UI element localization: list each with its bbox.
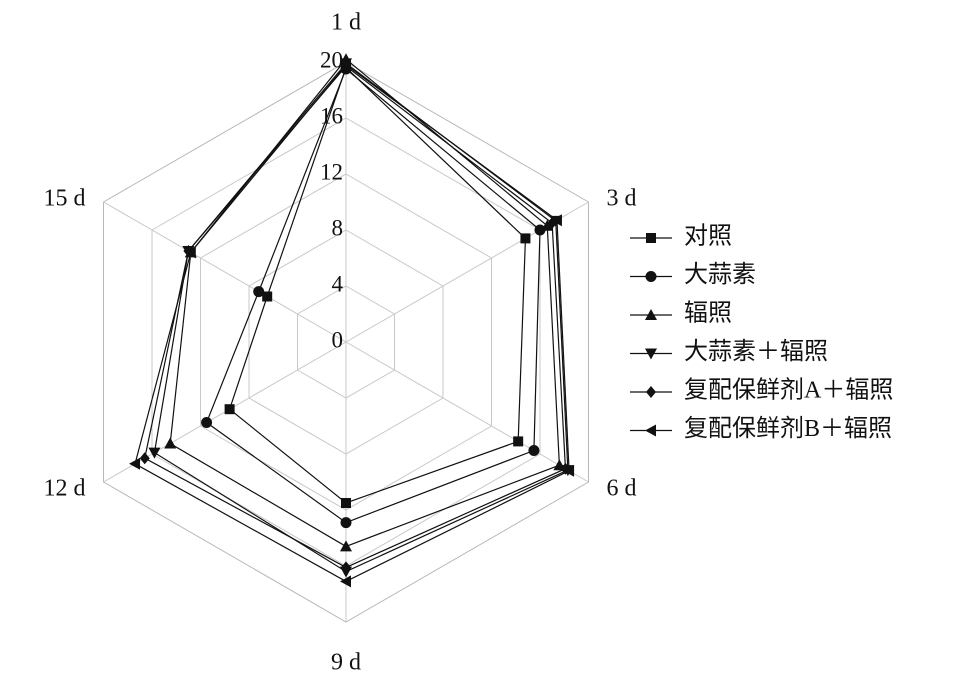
radial-tick-label: 8 <box>332 215 344 240</box>
data-point <box>340 58 351 71</box>
series-line <box>169 58 561 548</box>
data-point <box>646 233 656 243</box>
series <box>164 53 566 552</box>
data-point <box>541 219 554 231</box>
legend-label: 辐照 <box>684 300 732 327</box>
series <box>129 58 575 588</box>
legend-label: 对照 <box>684 223 732 250</box>
data-point <box>224 404 235 415</box>
series-line <box>228 66 527 504</box>
data-point <box>563 464 575 477</box>
series <box>224 62 531 508</box>
radar-grid <box>103 61 589 623</box>
data-point <box>550 214 562 227</box>
series-layer <box>129 53 575 588</box>
legend-label: 大蒜素＋辐照 <box>684 338 828 365</box>
data-point <box>164 437 177 449</box>
legend-item: 对照 <box>630 223 732 250</box>
radial-tick-label: 0 <box>332 327 344 352</box>
data-point <box>645 271 657 282</box>
data-point <box>253 286 265 298</box>
data-point <box>340 517 352 529</box>
data-point <box>201 417 213 428</box>
data-point <box>520 233 531 244</box>
data-point <box>340 575 351 588</box>
data-point <box>184 246 196 259</box>
legend-item: 大蒜素 <box>630 261 756 288</box>
axis-label: 12 d <box>44 476 86 502</box>
data-point <box>148 447 161 459</box>
legend-item: 复配保鲜剂A＋辐照 <box>630 377 893 404</box>
series <box>139 60 571 574</box>
data-point <box>645 424 656 437</box>
grid-spoke <box>345 341 589 483</box>
grid-spoke <box>103 201 347 343</box>
radial-tick-label: 4 <box>332 271 344 296</box>
data-point <box>341 498 351 508</box>
axis-labels: 1 d 3 d 6 d 9 d 12 d 15 d <box>44 10 637 675</box>
axis-label: 1 d <box>331 10 361 36</box>
data-point <box>645 348 657 360</box>
data-point <box>341 561 351 574</box>
data-point <box>262 291 273 302</box>
radial-tick-label: 20 <box>320 47 343 72</box>
data-point <box>534 224 546 236</box>
data-point <box>129 457 141 470</box>
legend-item: 大蒜素＋辐照 <box>630 338 828 365</box>
legend-label: 复配保鲜剂B＋辐照 <box>684 415 892 442</box>
data-point <box>645 309 657 320</box>
data-point <box>646 386 656 398</box>
data-point <box>528 445 540 456</box>
axis-label: 9 d <box>331 650 361 675</box>
data-point <box>340 540 352 552</box>
data-point <box>139 452 150 465</box>
legend-label: 复配保鲜剂A＋辐照 <box>684 377 893 404</box>
axis-label: 15 d <box>44 186 86 212</box>
data-point <box>513 436 524 447</box>
axis-label: 3 d <box>606 186 636 212</box>
legend-item: 辐照 <box>630 300 732 327</box>
legend-label: 大蒜素 <box>684 261 756 288</box>
legend-item: 复配保鲜剂B＋辐照 <box>630 415 892 442</box>
axis-label: 6 d <box>606 476 636 502</box>
radial-tick-label: 12 <box>320 159 343 184</box>
